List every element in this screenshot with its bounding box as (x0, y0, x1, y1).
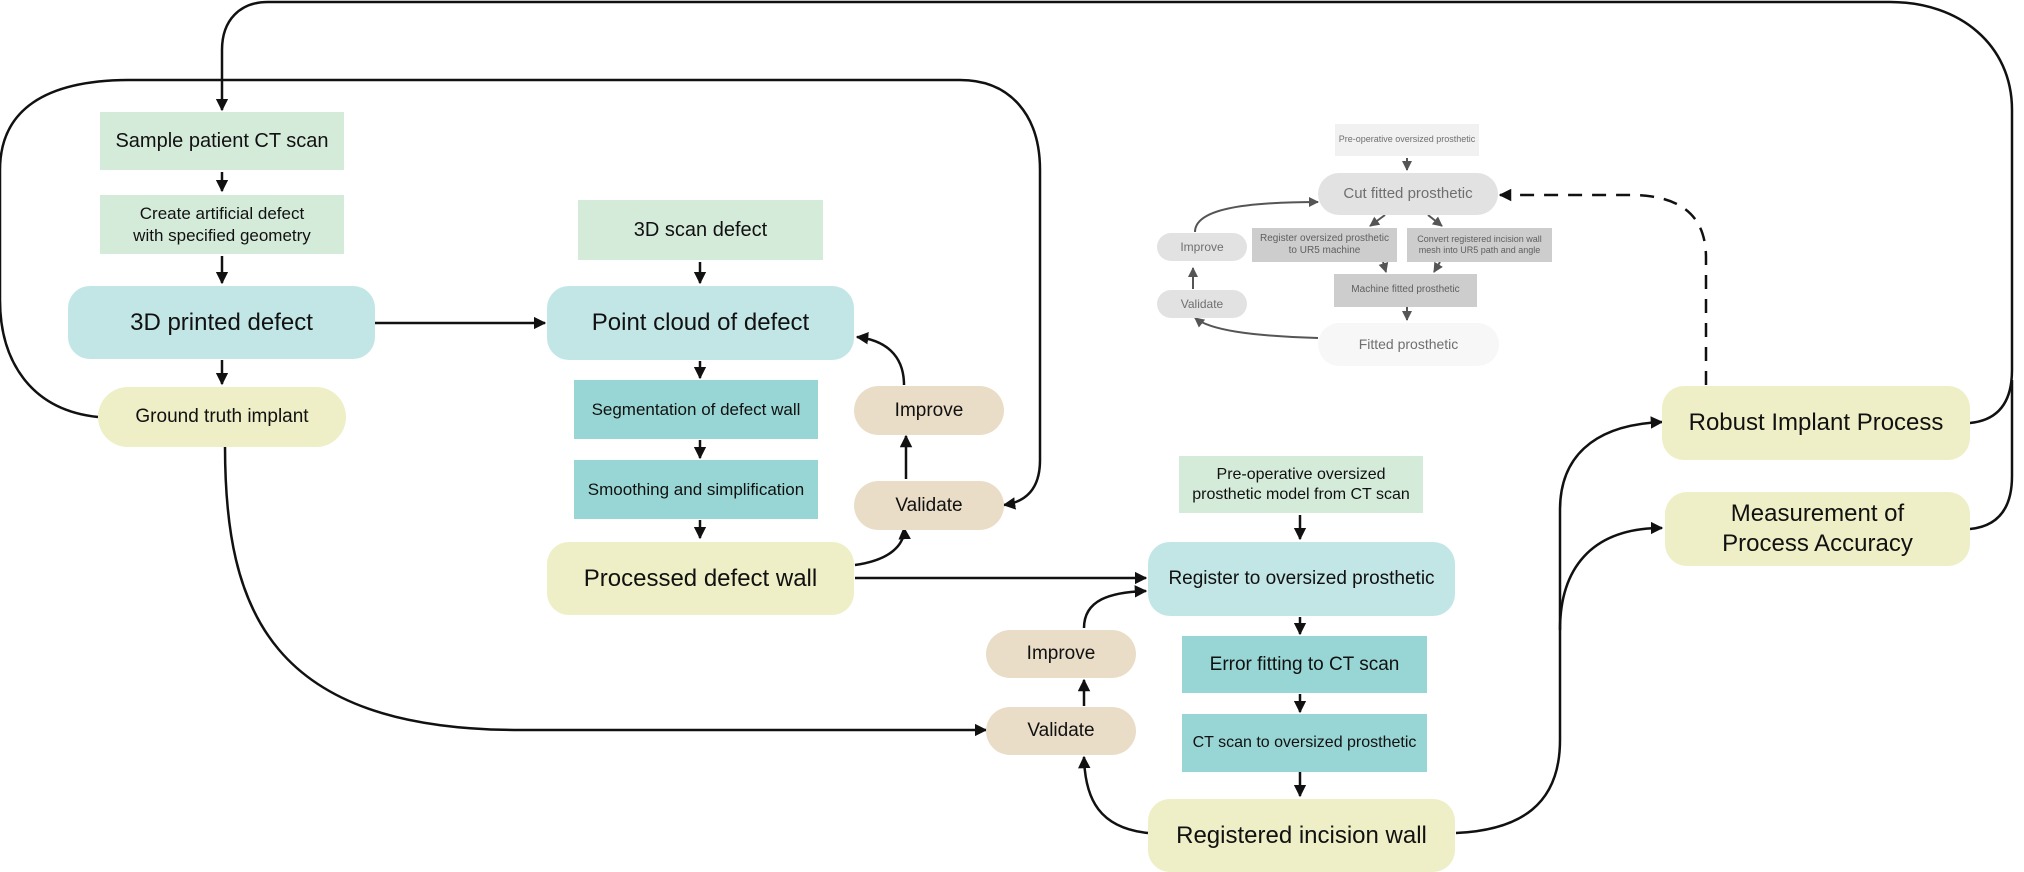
inset-convert-path-box: Convert registered incision wall mesh in… (1407, 228, 1552, 262)
inset-arrow-cut-to-convert (1427, 214, 1443, 227)
inset-arrow-cut-to-register (1369, 214, 1386, 227)
arrow-groundtruth-to-validate2 (223, 445, 988, 737)
arrow-registered-to-validate2 (1078, 755, 1149, 835)
inset-arrow-improve-to-cut (1194, 197, 1319, 233)
registered-incision-wall-box: Registered incision wall (1148, 799, 1455, 872)
arrow-robust-to-inset-dashed (1498, 188, 1708, 385)
inset-cut-fitted-prosthetic-box: Cut fitted prosthetic (1318, 173, 1498, 215)
validate-box-1: Validate (854, 481, 1004, 530)
inset-arrow-register-to-machine (1378, 261, 1389, 273)
arrow-groundtruth-loop-to-validate1 (0, 78, 1042, 510)
ct-scan-to-oversized-prosthetic-box: CT scan to oversized prosthetic (1182, 714, 1427, 772)
inset-validate-box: Validate (1157, 290, 1247, 318)
arrow-registered-to-measurement (1558, 521, 1664, 631)
register-to-oversized-prosthetic-box: Register to oversized prosthetic (1148, 542, 1455, 616)
inset-fitted-prosthetic-box: Fitted prosthetic (1318, 323, 1499, 366)
preoperative-prosthetic-model-box: Pre-operative oversized prosthetic model… (1179, 456, 1423, 513)
inset-improve-box: Improve (1157, 233, 1247, 261)
arrow-processed-to-validate1 (854, 526, 911, 567)
sample-patient-ct-scan-box: Sample patient CT scan (100, 112, 344, 170)
segmentation-of-defect-wall-box: Segmentation of defect wall (574, 380, 818, 439)
create-artificial-defect-box: Create artificial defect with specified … (100, 195, 344, 254)
arrow-robust-loop-to-sample (215, 0, 2014, 425)
arrow-improve2-to-register (1082, 585, 1148, 629)
improve-box-2: Improve (986, 630, 1136, 678)
processed-defect-wall-box: Processed defect wall (547, 542, 854, 615)
inset-arrow-fitted-to-validate (1194, 317, 1319, 339)
3d-scan-defect-box: 3D scan defect (578, 200, 823, 260)
arrow-improve1-to-pointcloud (855, 331, 906, 386)
validate-box-2: Validate (986, 707, 1136, 755)
inset-arrow-convert-to-machine (1433, 261, 1443, 273)
point-cloud-of-defect-box: Point cloud of defect (547, 286, 854, 360)
measurement-of-process-accuracy-box: Measurement of Process Accuracy (1665, 492, 1970, 566)
error-fitting-to-ct-scan-box: Error fitting to CT scan (1182, 636, 1427, 693)
inset-machine-fitted-prosthetic-box: Machine fitted prosthetic (1334, 274, 1477, 307)
improve-box-1: Improve (854, 386, 1004, 435)
inset-preoperative-prosthetic-box: Pre-operative oversized prosthetic (1335, 124, 1479, 156)
smoothing-and-simplification-box: Smoothing and simplification (574, 460, 818, 519)
robust-implant-process-box: Robust Implant Process (1662, 386, 1970, 460)
3d-printed-defect-box: 3D printed defect (68, 286, 375, 359)
ground-truth-implant-box: Ground truth implant (98, 387, 346, 447)
inset-register-ur5-box: Register oversized prosthetic to UR5 mac… (1252, 228, 1397, 262)
arrow-registered-to-robust (1455, 416, 1664, 835)
arrow-measurement-loop (1969, 380, 2014, 531)
